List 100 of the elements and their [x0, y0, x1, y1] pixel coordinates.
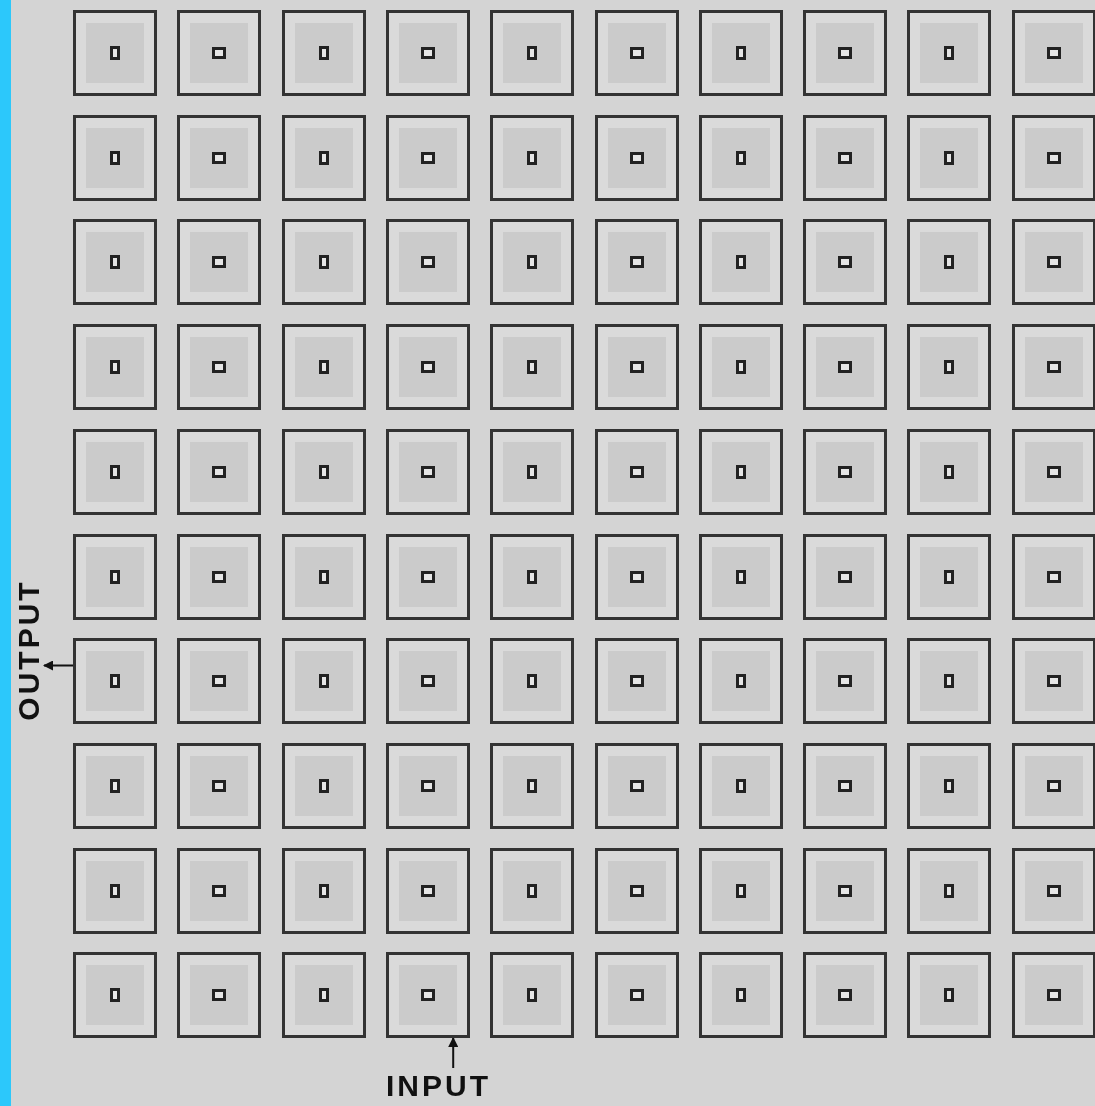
logic-cell	[803, 10, 887, 96]
logic-cell	[386, 324, 470, 410]
logic-cell	[177, 638, 261, 724]
logic-cell	[1012, 743, 1095, 829]
logic-cell	[907, 115, 991, 201]
logic-cell	[282, 219, 366, 305]
logic-cell	[386, 952, 470, 1038]
logic-cell	[73, 429, 157, 515]
logic-cell	[490, 324, 574, 410]
logic-cell	[1012, 848, 1095, 934]
logic-cell	[282, 952, 366, 1038]
logic-cell	[490, 952, 574, 1038]
logic-cell	[282, 429, 366, 515]
logic-cell	[907, 743, 991, 829]
logic-cell	[907, 952, 991, 1038]
logic-cell	[699, 848, 783, 934]
logic-cell	[1012, 219, 1095, 305]
logic-cell	[907, 848, 991, 934]
logic-cell	[282, 115, 366, 201]
logic-cell	[595, 10, 679, 96]
logic-cell	[803, 429, 887, 515]
logic-cell	[1012, 952, 1095, 1038]
logic-cell	[282, 848, 366, 934]
logic-cell	[177, 848, 261, 934]
logic-cell	[73, 219, 157, 305]
logic-cell	[177, 534, 261, 620]
logic-cell	[73, 848, 157, 934]
logic-cell	[1012, 115, 1095, 201]
logic-cell	[699, 534, 783, 620]
logic-cell	[1012, 534, 1095, 620]
logic-cell	[490, 848, 574, 934]
logic-cell	[490, 534, 574, 620]
logic-cell	[907, 10, 991, 96]
arrow	[43, 660, 74, 671]
logic-cell	[73, 743, 157, 829]
logic-cell	[386, 10, 470, 96]
logic-cell	[803, 534, 887, 620]
logic-cell	[282, 534, 366, 620]
logic-cell	[595, 952, 679, 1038]
logic-cell	[595, 534, 679, 620]
logic-cell	[803, 743, 887, 829]
logic-cell	[907, 534, 991, 620]
logic-cell	[386, 638, 470, 724]
logic-cell	[699, 743, 783, 829]
logic-cell	[803, 219, 887, 305]
logic-cell	[1012, 429, 1095, 515]
logic-cell	[699, 952, 783, 1038]
logic-cell	[490, 429, 574, 515]
logic-cell	[386, 848, 470, 934]
logic-cell	[1012, 638, 1095, 724]
logic-cell	[907, 324, 991, 410]
logic-cell	[177, 429, 261, 515]
logic-cell	[490, 638, 574, 724]
logic-cell	[386, 115, 470, 201]
logic-cell	[595, 219, 679, 305]
logic-cell	[386, 219, 470, 305]
logic-cell	[73, 10, 157, 96]
logic-cell	[490, 219, 574, 305]
logic-cell	[699, 115, 783, 201]
logic-cell	[490, 10, 574, 96]
logic-cell	[490, 115, 574, 201]
logic-cell	[595, 324, 679, 410]
logic-cell	[803, 952, 887, 1038]
logic-cell	[386, 429, 470, 515]
logic-cell	[177, 324, 261, 410]
logic-cell	[803, 638, 887, 724]
logic-cell	[595, 115, 679, 201]
logic-cell	[177, 743, 261, 829]
logic-cell	[177, 219, 261, 305]
logic-cell	[803, 115, 887, 201]
logic-cell	[386, 534, 470, 620]
logic-cell	[177, 952, 261, 1038]
logic-cell	[73, 115, 157, 201]
logic-cell	[282, 638, 366, 724]
logic-cell	[282, 743, 366, 829]
logic-cell	[699, 10, 783, 96]
logic-cell	[699, 219, 783, 305]
logic-cell	[73, 952, 157, 1038]
logic-cell	[177, 115, 261, 201]
logic-cell	[803, 848, 887, 934]
logic-cell	[73, 324, 157, 410]
port-label: OUTPUT	[12, 579, 45, 721]
logic-cell	[177, 10, 261, 96]
logic-cell	[595, 848, 679, 934]
logic-cell	[803, 324, 887, 410]
logic-cell	[595, 743, 679, 829]
arrow	[448, 1037, 459, 1069]
logic-cell	[1012, 10, 1095, 96]
logic-cell	[282, 324, 366, 410]
logic-cell	[907, 638, 991, 724]
logic-cell	[490, 743, 574, 829]
logic-cell	[595, 429, 679, 515]
logic-cell	[386, 743, 470, 829]
logic-cell	[595, 638, 679, 724]
logic-cell	[282, 10, 366, 96]
logic-cell	[907, 219, 991, 305]
logic-cell	[699, 429, 783, 515]
port-label: INPUT	[386, 1070, 491, 1102]
logic-cell	[73, 638, 157, 724]
logic-cell	[1012, 324, 1095, 410]
